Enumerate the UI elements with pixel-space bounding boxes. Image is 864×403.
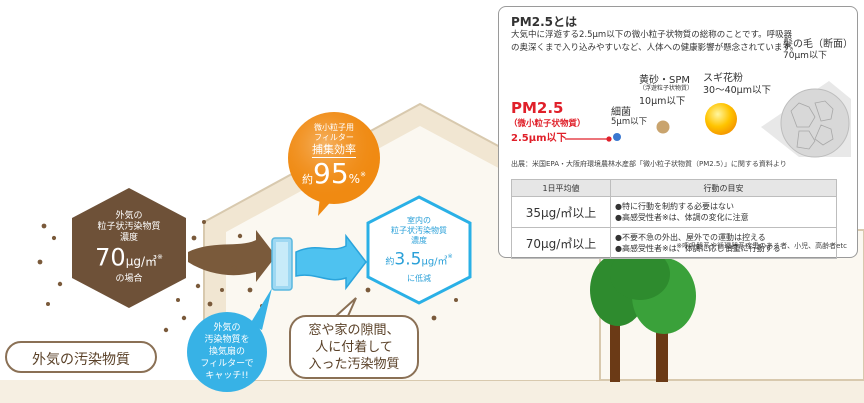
pm25-particle-icon — [606, 136, 612, 142]
filter-bubble-unit: % — [348, 171, 361, 186]
gap-label-line2: 人に付着して — [315, 340, 393, 355]
indoor-hex-value: 3.5 — [394, 249, 422, 270]
pm-subtitle: （微小粒子状物質） — [509, 119, 586, 129]
action-item: ●不要不急の外出、屋外での運動は控える — [615, 233, 766, 242]
ground — [0, 380, 864, 403]
sand-subtitle: （浮遊粒子状物質） — [639, 85, 694, 92]
filter-catch-bubble: 外気の 汚染物質を 換気扇の フィルターで キャッチ!! — [187, 312, 267, 392]
outdoor-hex-line1: 外気の — [115, 210, 143, 221]
arrow-brown-icon — [188, 230, 276, 282]
gap-pollutant-label: 窓や家の隙間、 人に付着して 入った汚染物質 — [290, 322, 418, 373]
indoor-concentration-hex: 室内の 粒子状汚染物質 濃度 約3.5μg/㎥※ に低減 — [368, 197, 470, 303]
sand-size: 10μm以下 — [639, 96, 686, 107]
indoor-hex-line3: 濃度 — [411, 236, 427, 246]
indoor-hex-line2: 粒子状汚染物質 — [391, 226, 447, 236]
footnote: ※呼吸器系や循環器系疾患のある者、小児、高齢者etc — [676, 242, 847, 250]
info-description: 大気中に浮遊する2.5μm以下の微小粒子状物質の総称のことです。呼吸器 の奥深く… — [511, 29, 798, 55]
hair-texture — [790, 100, 834, 150]
pm25-info-card: PM2.5とは 大気中に浮遊する2.5μm以下の微小粒子状物質の総称のことです。… — [498, 6, 858, 259]
pm-size: 2.5μm以下 — [511, 133, 567, 144]
arrow-blue-icon — [295, 233, 367, 291]
hair-name: 髪の毛（断面） — [783, 39, 853, 50]
catch-bubble-line5: キャッチ!! — [205, 371, 249, 381]
gap-label-line3: 入った汚染物質 — [308, 357, 400, 372]
filter-bubble-prefix: 約 — [302, 172, 314, 186]
filter-bubble-value: 95 — [313, 156, 349, 190]
info-desc-line1: 大気中に浮遊する2.5μm以下の微小粒子状物質の総称のことです。呼吸器 — [511, 30, 793, 40]
outdoor-pollutant-label: 外気の汚染物質 — [32, 352, 130, 368]
table-header-value: 1日平均値 — [511, 179, 611, 197]
pollen-particle-icon — [705, 103, 737, 135]
table-cell-action: ●特に行動を制約する必要はない ●高感受性者※は、体調の変化に注意 — [610, 196, 837, 228]
outdoor-hex-line2: 粒子状汚染物質 — [97, 221, 161, 232]
filter-efficiency-bubble: 微小粒子用 フィルター 捕集効率 約95%※ — [290, 110, 378, 208]
outdoor-concentration-hex: 外気の 粒子状汚染物質 濃度 70μg/㎥※ の場合 — [72, 188, 186, 308]
catch-bubble-line2: 汚染物質を — [204, 335, 250, 345]
outdoor-hex-unit: μg/㎥ — [125, 254, 157, 269]
table-row: 35μg/㎥以上 ●特に行動を制約する必要はない ●高感受性者※は、体調の変化に… — [511, 196, 837, 228]
action-item: ●特に行動を制約する必要はない — [615, 202, 734, 211]
sand-name: 黄砂・SPM — [639, 75, 691, 86]
outdoor-hex-suffix: の場合 — [115, 274, 143, 285]
outdoor-label-shape — [5, 341, 157, 373]
pm25-guideline-table: 1日平均値 行動の目安 35μg/㎥以上 ●特に行動を制約する必要はない ●高感… — [511, 179, 837, 259]
gap-label-shape — [289, 315, 419, 379]
table-cell-value: 70μg/㎥以上 — [511, 227, 611, 259]
outdoor-hex-value: 70 — [95, 243, 126, 272]
catch-bubble-line1: 外気の — [213, 323, 241, 333]
indoor-hex-unit: μg/㎥ — [421, 256, 448, 268]
pollen-name: スギ花粉 — [703, 73, 743, 84]
vent-filter-icon — [271, 237, 293, 291]
table-cell-action: ●不要不急の外出、屋外での運動は控える ●高感受性者※は、体調に応じ慎重に行動す… — [610, 227, 837, 259]
info-desc-line2: の奥深くまで入り込みやすいなど、人体への健康影響が懸念されています。 — [511, 43, 799, 53]
source-note: 出展：米国EPA・大阪府環境農林水産部「微小粒子状物質（PM2.5）」に関する資… — [511, 160, 787, 168]
particle-size-comparison — [565, 81, 851, 158]
action-item: ●高感受性者※は、体調に応じ慎重に行動する — [615, 244, 781, 253]
catch-bubble-line4: フィルターで — [200, 359, 254, 369]
indoor-hex-note: ※ — [447, 253, 453, 261]
table-row: 70μg/㎥以上 ●不要不急の外出、屋外での運動は控える ●高感受性者※は、体調… — [511, 227, 837, 259]
indoor-hex-line1: 室内の — [407, 216, 431, 226]
hair-cross-section-icon — [780, 88, 850, 158]
table-cell-value: 35μg/㎥以上 — [511, 196, 611, 228]
table-header-row: 1日平均値 行動の目安 — [511, 179, 837, 197]
gap-label-tail — [333, 297, 357, 317]
indoor-hex-suffix: に低減 — [407, 273, 431, 283]
catch-bubble-line3: 換気扇の — [208, 347, 245, 357]
table-header-action: 行動の目安 — [610, 179, 837, 197]
hair-size: 70μm以下 — [783, 51, 827, 61]
outdoor-hex-line3: 濃度 — [119, 232, 138, 243]
filter-bubble-line3: 捕集効率 — [312, 142, 356, 158]
tree-icon — [590, 248, 696, 382]
bacteria-particle-icon — [613, 133, 621, 141]
gap-label-line1: 窓や家の隙間、 — [308, 323, 400, 338]
action-item: ●高感受性者※は、体調の変化に注意 — [615, 213, 749, 222]
indoor-hex-shape — [366, 195, 472, 305]
outdoor-hex-note: ※ — [156, 252, 163, 261]
bacteria-size: 5μm以下 — [611, 117, 648, 127]
info-title: PM2.5とは — [511, 15, 577, 29]
outdoor-hex-shape — [72, 188, 186, 308]
catch-bubble-shape — [187, 288, 272, 392]
filter-bubble-note: ※ — [360, 170, 366, 179]
pollen-size: 30〜40μm以下 — [703, 85, 771, 96]
filter-bubble-shape — [288, 112, 380, 216]
indoor-hex-prefix: 約 — [385, 257, 395, 268]
filter-bubble-line2: フィルター — [314, 132, 354, 142]
sand-particle-icon — [656, 120, 670, 134]
pm-title: PM2.5 — [511, 99, 564, 117]
bacteria-name: 細菌 — [611, 107, 631, 118]
filter-bubble-line1: 微小粒子用 — [314, 122, 354, 132]
